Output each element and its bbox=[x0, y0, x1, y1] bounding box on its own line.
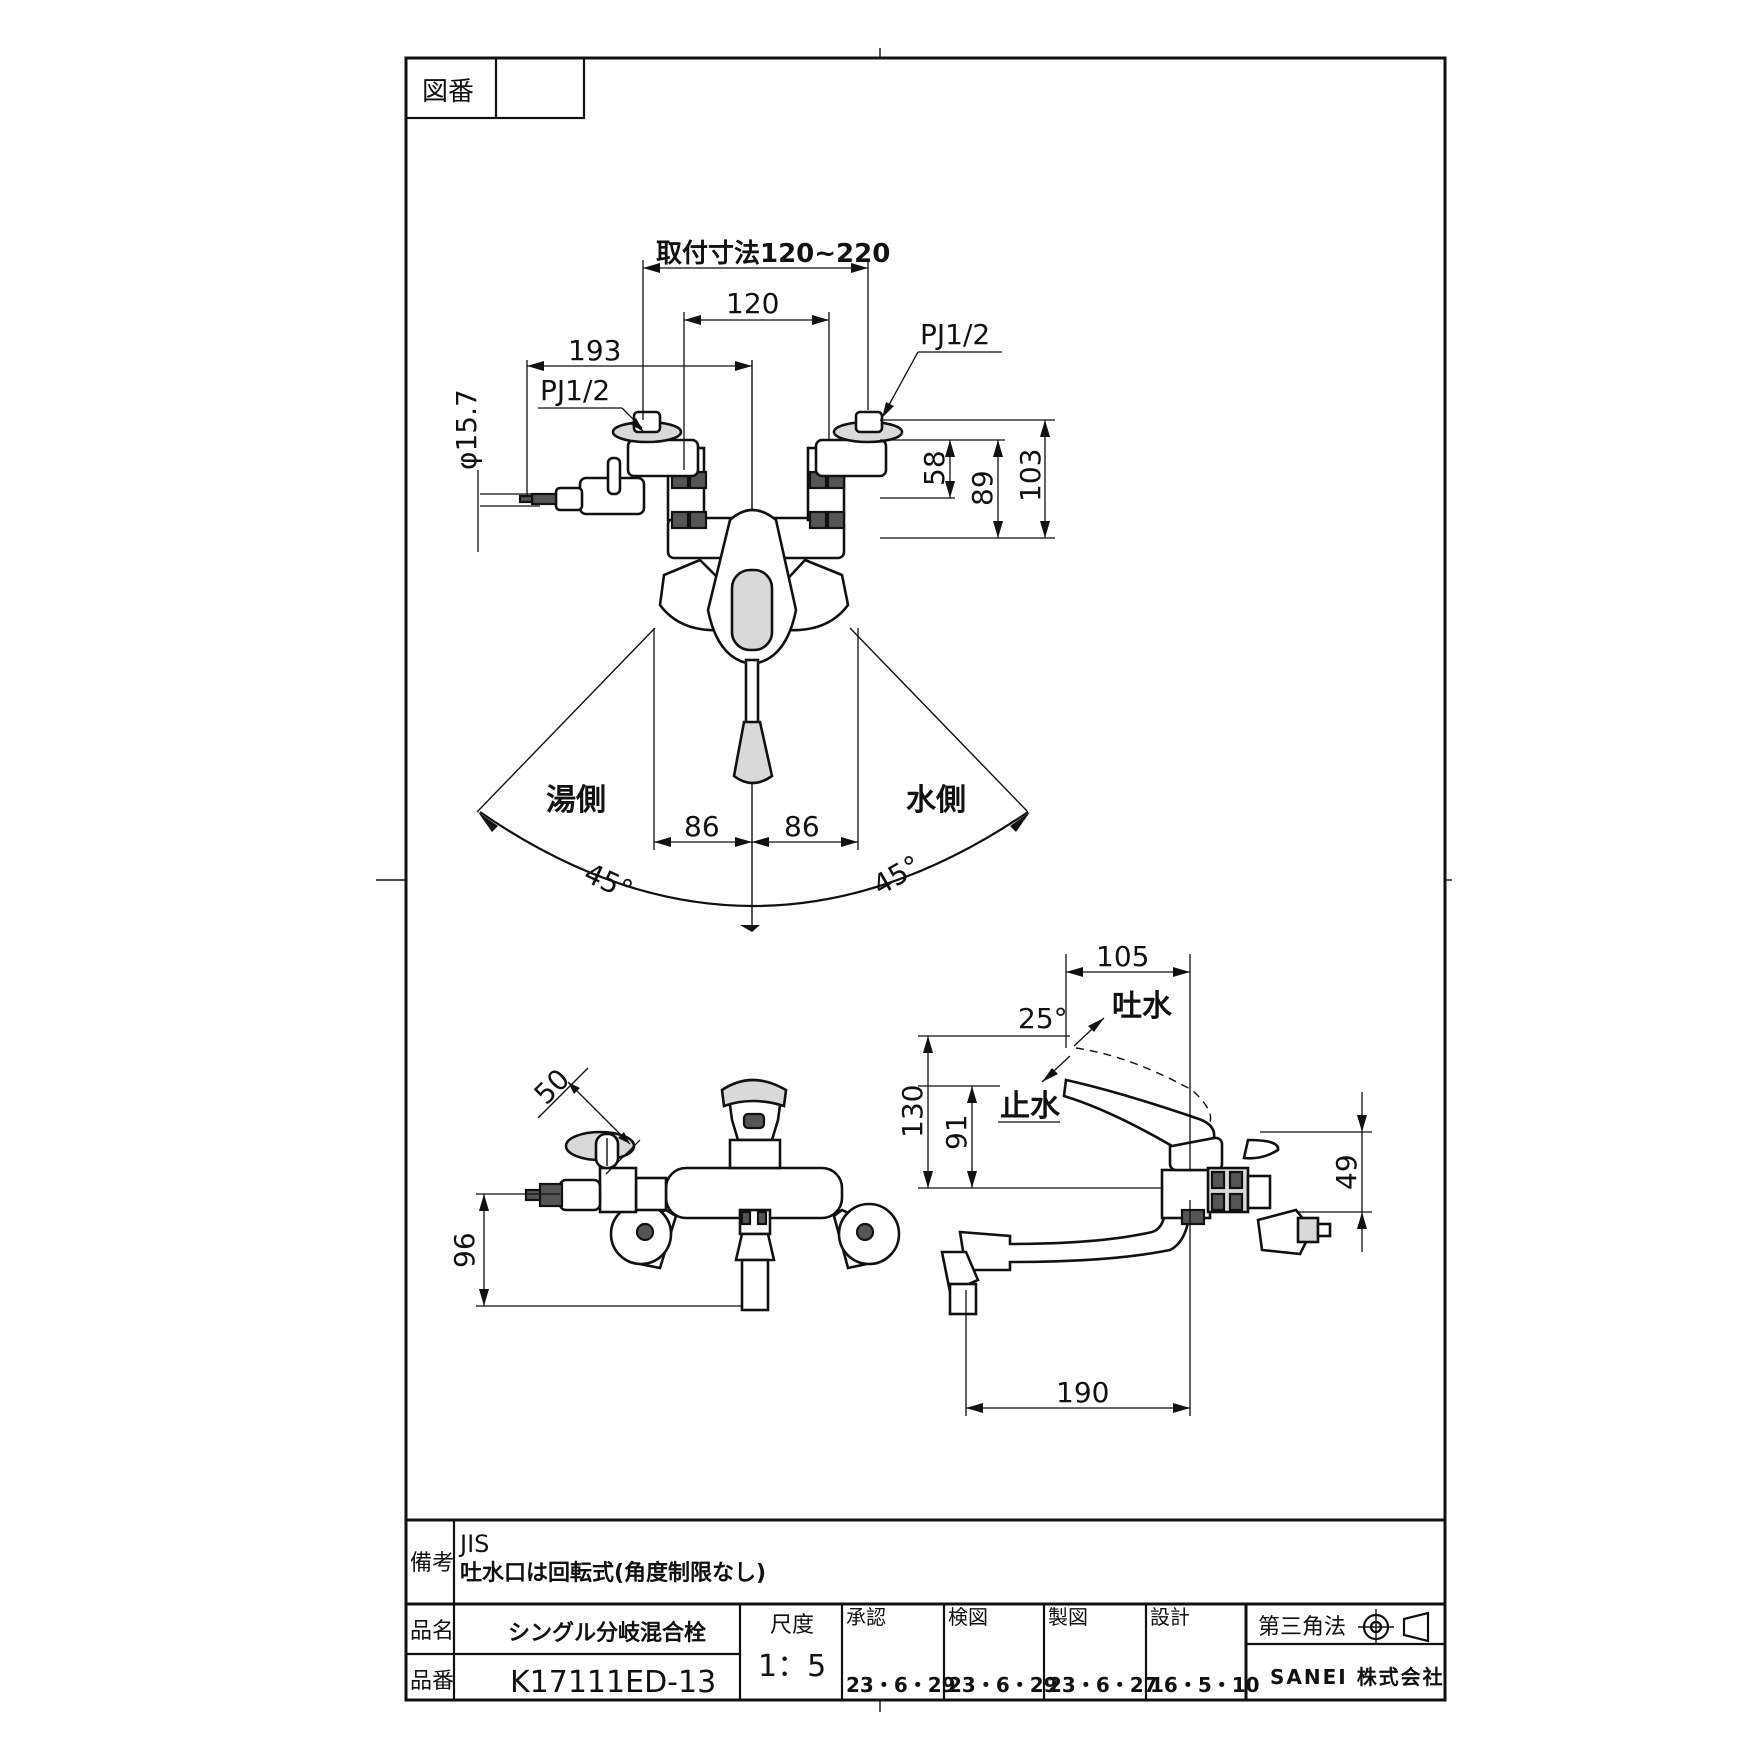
dim-50: 50 bbox=[528, 1062, 577, 1111]
third-angle-projection-icon bbox=[1358, 1609, 1430, 1645]
product-name-label: 品名 bbox=[410, 1619, 454, 1644]
dim-130: 130 bbox=[896, 1085, 929, 1138]
dim-91: 91 bbox=[940, 1114, 973, 1150]
check-label: 検図 bbox=[948, 1605, 988, 1629]
angle-left-45: 45° bbox=[579, 856, 638, 907]
draw-label: 製図 bbox=[1048, 1605, 1088, 1629]
dim-58: 58 bbox=[918, 450, 951, 486]
product-number-value: K17111ED-13 bbox=[510, 1665, 716, 1700]
dim-105: 105 bbox=[1096, 940, 1149, 973]
dim-diameter-15-7: φ15.7 bbox=[450, 389, 483, 470]
angle-right-45: 45° bbox=[867, 849, 926, 902]
dim-49: 49 bbox=[1330, 1154, 1363, 1190]
hot-side-label: 湯側 bbox=[546, 783, 606, 818]
dim-spacing-120: 120 bbox=[726, 287, 779, 320]
side-lever bbox=[1062, 1078, 1216, 1148]
dim-89: 89 bbox=[966, 470, 999, 506]
check-date: 23・6・29 bbox=[948, 1673, 1058, 1697]
rotation-arc bbox=[479, 811, 1029, 908]
cold-side-label: 水側 bbox=[906, 783, 966, 818]
drawing-number-label: 図番 bbox=[422, 77, 474, 107]
dim-right-86: 86 bbox=[784, 810, 820, 843]
scale-label: 尺度 bbox=[770, 1613, 814, 1638]
dim-190: 190 bbox=[1056, 1376, 1109, 1409]
draw-date: 23・6・27 bbox=[1048, 1673, 1158, 1697]
pj-left-label: PJ1/2 bbox=[540, 374, 610, 407]
dim-reach-193: 193 bbox=[568, 334, 621, 367]
title-block: 備考 JIS 吐水口は回転式(角度制限なし) 品名 シングル分岐混合栓 品番 K… bbox=[406, 1518, 1445, 1700]
scale-value: 1：5 bbox=[758, 1649, 826, 1684]
pj-right-label: PJ1/2 bbox=[920, 318, 990, 351]
remarks-line2: 吐水口は回転式(角度制限なし) bbox=[460, 1560, 766, 1586]
approve-date: 23・6・29 bbox=[846, 1673, 956, 1697]
front-view: 50 96 bbox=[448, 1062, 901, 1312]
dim-left-86: 86 bbox=[684, 810, 720, 843]
design-label: 設計 bbox=[1150, 1605, 1190, 1629]
drawing-number-box: 図番 bbox=[404, 56, 586, 120]
water-on-label: 吐水 bbox=[1112, 989, 1173, 1024]
dim-96: 96 bbox=[448, 1232, 481, 1268]
side-spout bbox=[958, 1198, 1192, 1272]
remarks-line1: JIS bbox=[458, 1530, 489, 1558]
remarks-label: 備考 bbox=[410, 1551, 454, 1576]
design-date: 16・5・10 bbox=[1150, 1673, 1260, 1697]
product-number-label: 品番 bbox=[410, 1669, 454, 1694]
approve-label: 承認 bbox=[846, 1605, 886, 1629]
angle-25-label: 25° bbox=[1018, 1002, 1068, 1035]
dim-103: 103 bbox=[1014, 449, 1047, 502]
projection-label: 第三角法 bbox=[1258, 1615, 1346, 1640]
dim-mount-range: 取付寸法120~220 bbox=[656, 239, 890, 269]
lever-stem bbox=[744, 658, 760, 732]
side-view: 105 25° 吐水 止水 130 91 49 190 bbox=[896, 940, 1372, 1416]
product-name-value: シングル分岐混合栓 bbox=[508, 1620, 706, 1646]
drawing-frame bbox=[404, 56, 1447, 1702]
company-name: SANEI 株式会社 bbox=[1270, 1665, 1445, 1689]
lever-grip bbox=[732, 720, 774, 785]
top-view: 取付寸法120~220 120 193 PJ1/2 PJ1/2 φ15.7 bbox=[450, 239, 1055, 932]
water-off-label: 止水 bbox=[1000, 1089, 1061, 1124]
